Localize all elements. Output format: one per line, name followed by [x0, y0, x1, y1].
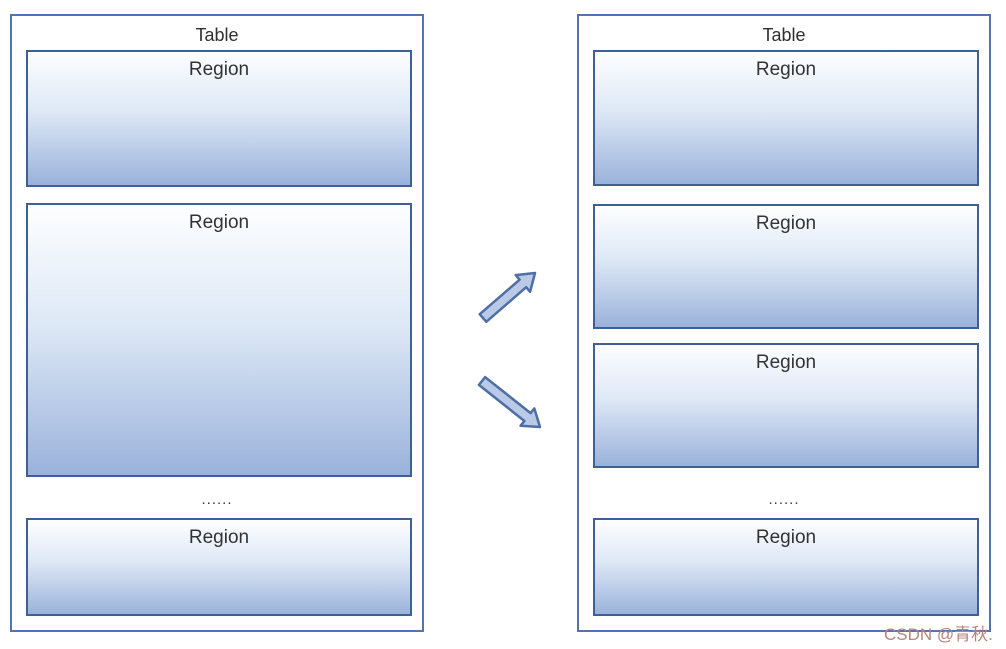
region-label: Region	[755, 527, 817, 548]
region-box: Region	[26, 50, 412, 187]
region-label: Region	[755, 213, 817, 234]
region-label: Region	[188, 527, 250, 548]
split-arrows	[477, 271, 542, 429]
split-arrow-down-right-icon	[477, 375, 542, 429]
region-label: Region	[755, 59, 817, 80]
region-box: Region	[593, 518, 979, 616]
table-title: Table	[195, 25, 239, 45]
region-label: Region	[188, 212, 250, 233]
region-box: Region	[26, 518, 412, 616]
table-before-split: Table Region Region ...... Region	[10, 14, 424, 632]
region-label: Region	[755, 352, 817, 373]
region-box: Region	[593, 343, 979, 468]
watermark: CSDN @青秋.	[884, 625, 993, 644]
region-box: Region	[593, 204, 979, 329]
region-box-large: Region	[26, 203, 412, 477]
region-box: Region	[593, 50, 979, 186]
table-title: Table	[762, 25, 806, 45]
ellipsis: ......	[201, 491, 233, 508]
ellipsis: ......	[768, 491, 800, 508]
region-label: Region	[188, 59, 250, 80]
split-arrow-up-right-icon	[478, 271, 537, 324]
table-after-split: Table Region Region Region ...... Region	[577, 14, 991, 632]
